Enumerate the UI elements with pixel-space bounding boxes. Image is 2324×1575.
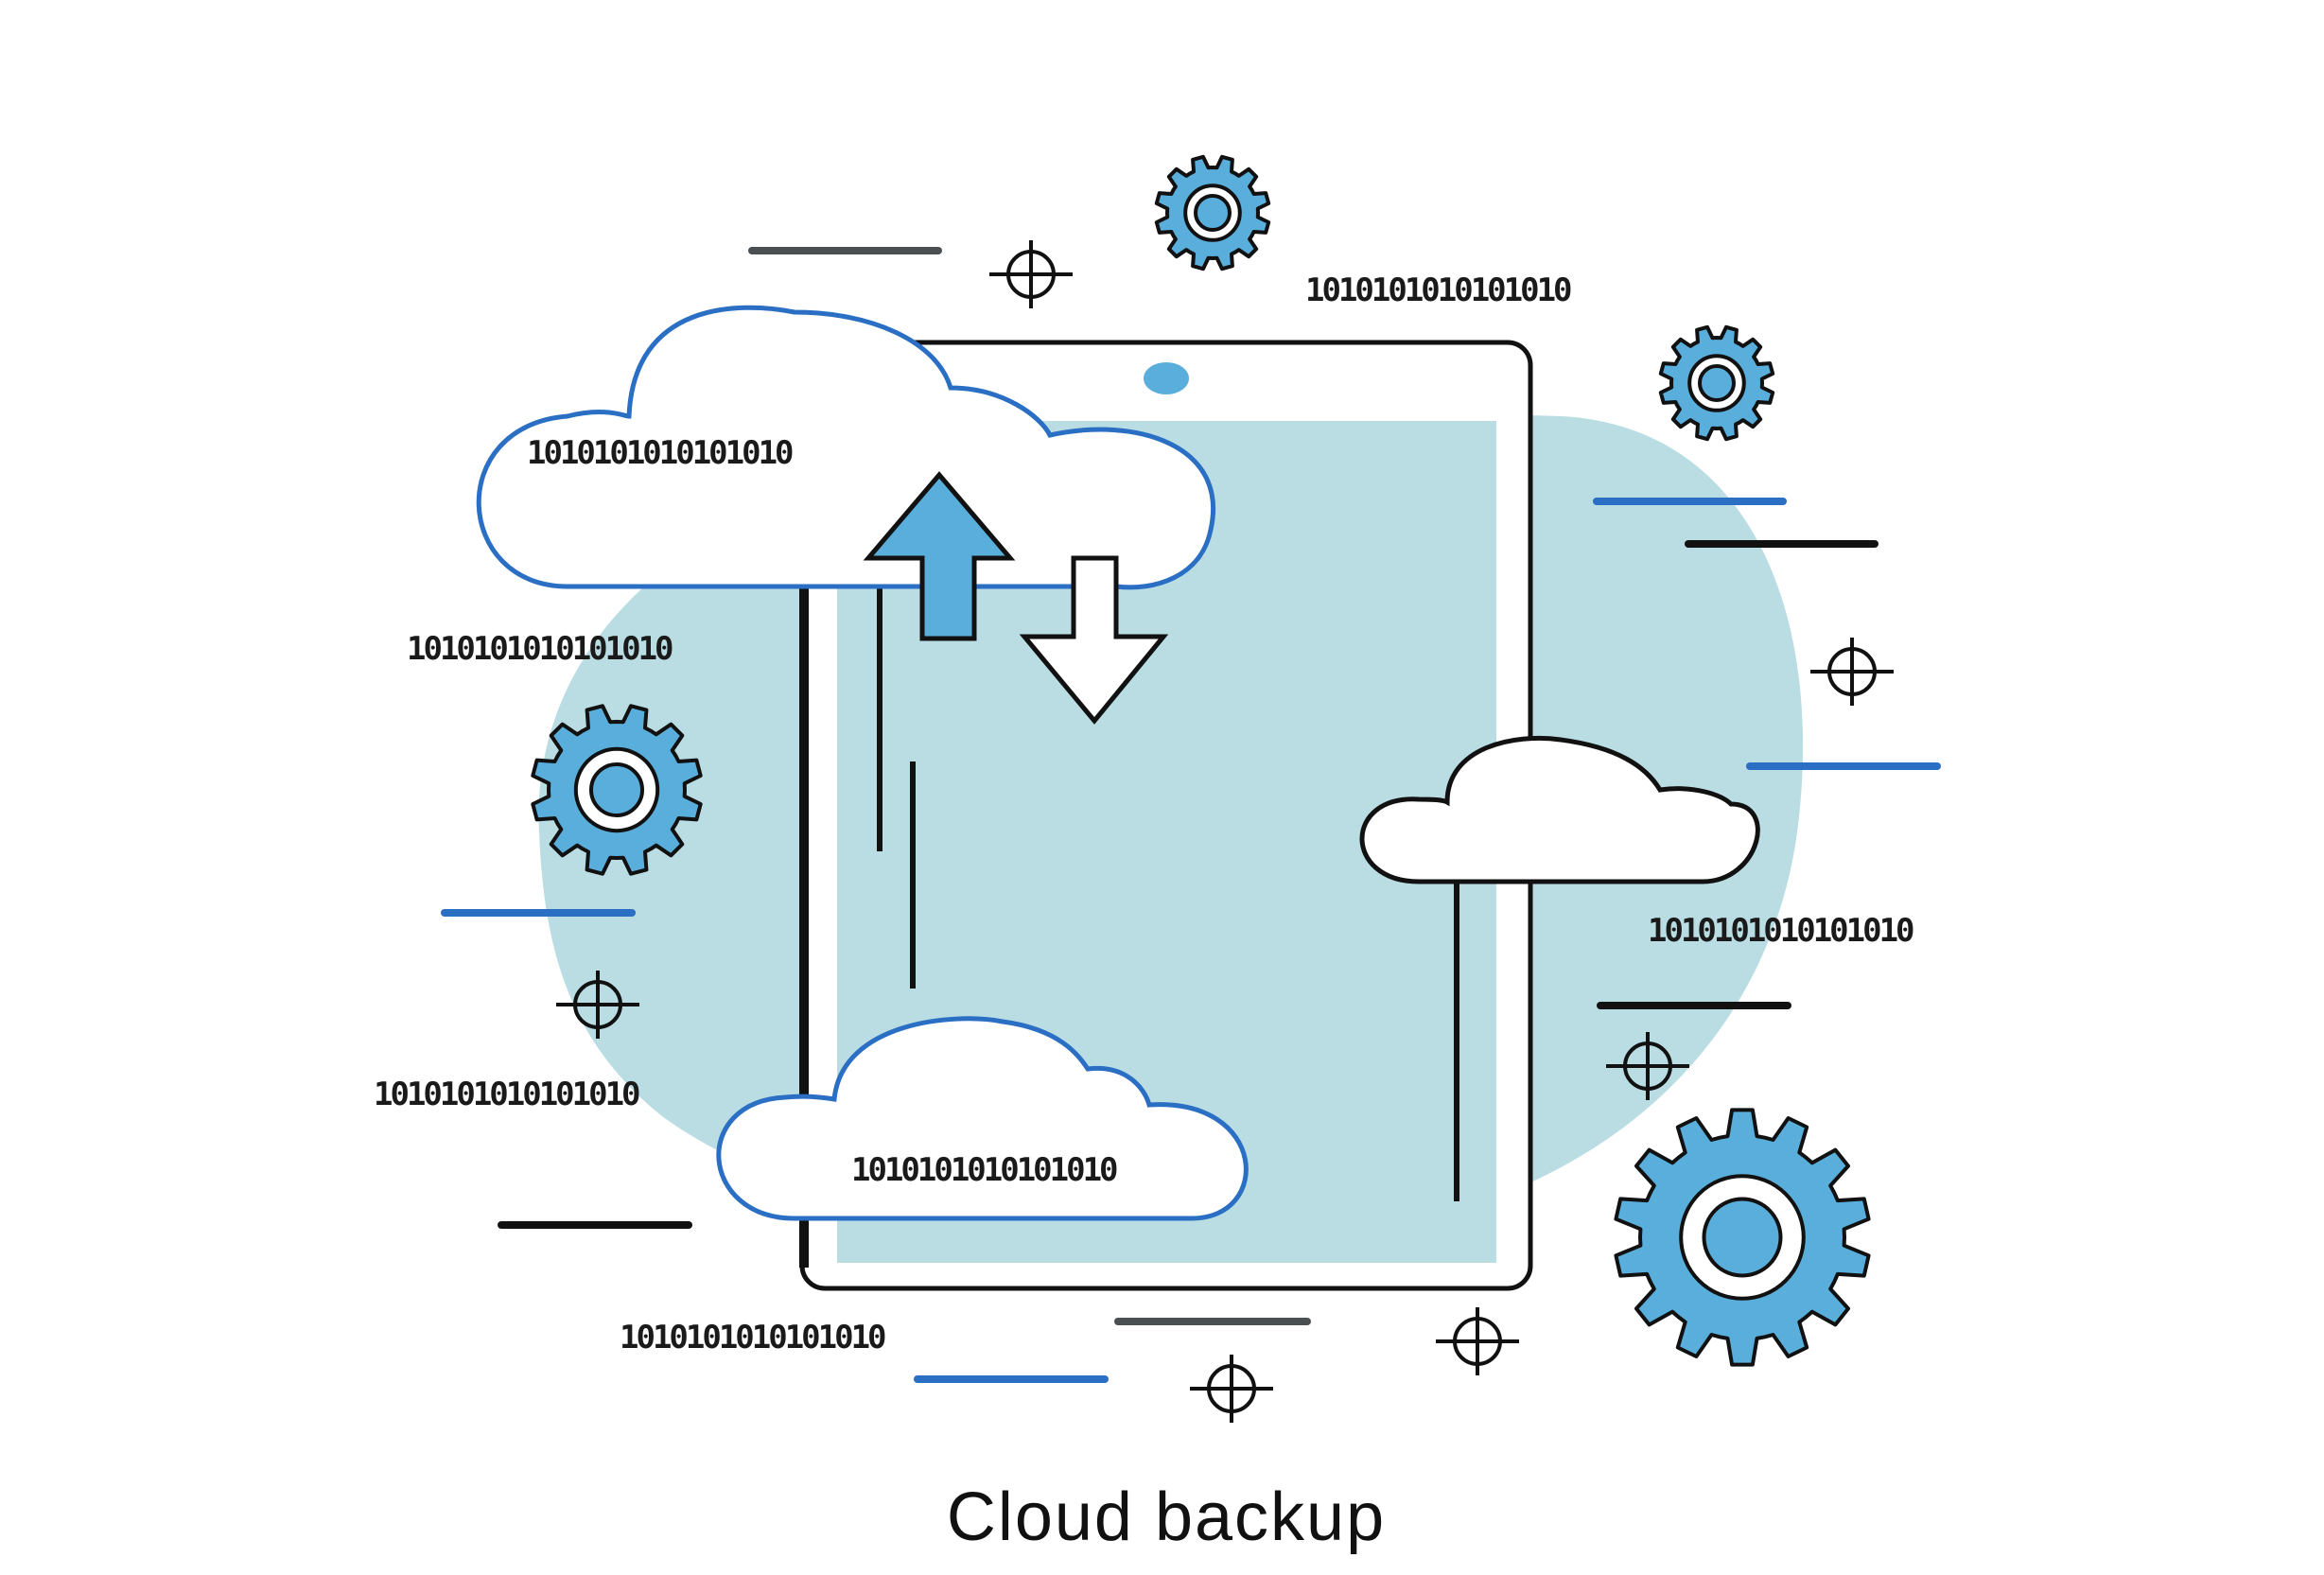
crosshair-icon — [987, 238, 1075, 310]
gear-icon — [1154, 154, 1271, 271]
gear-icon — [531, 704, 703, 876]
binary-text: 1010101010101010 — [374, 1076, 639, 1113]
crosshair-icon — [1434, 1305, 1521, 1377]
upload-arrow-icon — [863, 471, 1016, 641]
cloud-icon — [716, 1016, 1249, 1221]
binary-text: 1010101010101010 — [407, 630, 673, 668]
tablet-camera — [1144, 362, 1189, 394]
cloud-icon — [1359, 735, 1760, 884]
gear-icon — [1658, 324, 1775, 442]
binary-text: 1010101010101010 — [1305, 271, 1571, 309]
decorative-dashes — [441, 247, 1941, 1383]
download-arrow-icon — [1019, 555, 1169, 725]
gear-icon — [1614, 1108, 1871, 1367]
crosshair-icon — [1188, 1353, 1275, 1425]
binary-text: 1010101010101010 — [527, 434, 793, 472]
crosshair-icon — [1809, 636, 1896, 708]
binary-text: 1010101010101010 — [620, 1319, 885, 1356]
cloud-icon — [476, 305, 1215, 590]
caption: Cloud backup — [947, 1479, 1386, 1555]
binary-text: 1010101010101010 — [851, 1151, 1117, 1189]
binary-text: 1010101010101010 — [1648, 912, 1913, 950]
